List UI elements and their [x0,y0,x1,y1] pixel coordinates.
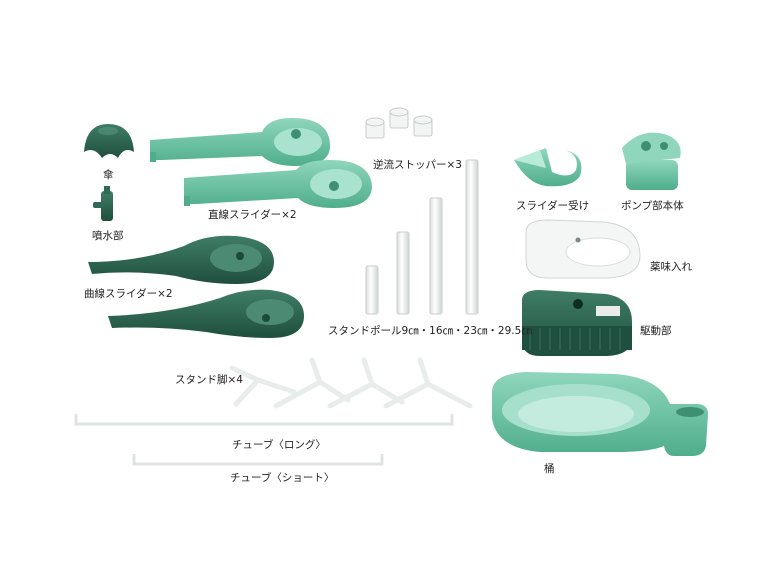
curved-slider-top [88,235,274,284]
straight-slider-bottom [184,160,372,208]
tube-short [132,454,384,466]
curved-slider-bottom [108,289,304,338]
pump-body [622,132,681,190]
condiment-tray [525,219,641,279]
check-stoppers [365,107,433,139]
slider-receiver [514,148,582,187]
label-slider-receiver: スライダー受け [516,200,590,212]
label-umbrella: 傘 [103,169,114,181]
umbrella-part [84,124,134,158]
stand-poles [365,159,479,315]
label-condiment-tray: 薬味入れ [650,261,692,273]
label-tub: 桶 [544,463,555,475]
label-tube-long: チューブ〈ロング〉 [232,439,326,451]
label-drive-unit: 駆動部 [640,325,672,337]
drive-unit [522,290,632,356]
tube-long [74,414,454,426]
label-check-stopper: 逆流ストッパー×3 [373,159,462,171]
fountain-part [93,186,113,221]
label-stand-pole: スタンドポール9㎝・16㎝・23㎝・29.5㎝ [328,325,532,337]
tub [492,372,708,456]
label-stand-leg: スタンド脚×4 [175,374,243,386]
label-pump-body: ポンプ部本体 [621,200,684,212]
label-fountain: 噴水部 [92,230,124,242]
label-straight-slider: 直線スライダー×2 [208,209,297,221]
label-curved-slider: 曲線スライダー×2 [84,288,173,300]
straight-slider-top [150,118,330,166]
label-tube-short: チューブ〈ショート〉 [230,472,335,484]
stand-legs [229,357,473,409]
